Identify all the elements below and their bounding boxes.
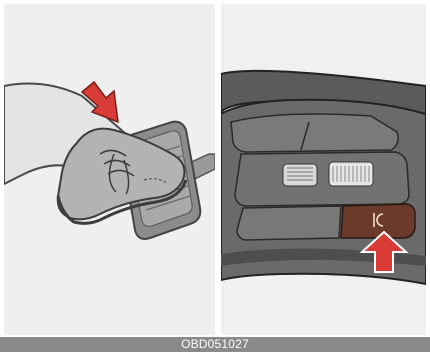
middle-control-section <box>235 152 409 206</box>
steering-wheel-panel <box>221 4 426 335</box>
roller-switch-left[interactable] <box>283 164 317 186</box>
lower-control-section <box>237 206 341 240</box>
roller-switch-right[interactable] <box>329 162 373 186</box>
steering-wheel-illustration <box>221 4 426 335</box>
cruise-cancel-button[interactable] <box>341 204 415 238</box>
brake-pedal-panel <box>4 4 215 335</box>
upper-control-section <box>231 114 398 152</box>
brake-pedal-illustration <box>4 4 215 335</box>
figure-code: OBD051027 <box>0 337 430 352</box>
